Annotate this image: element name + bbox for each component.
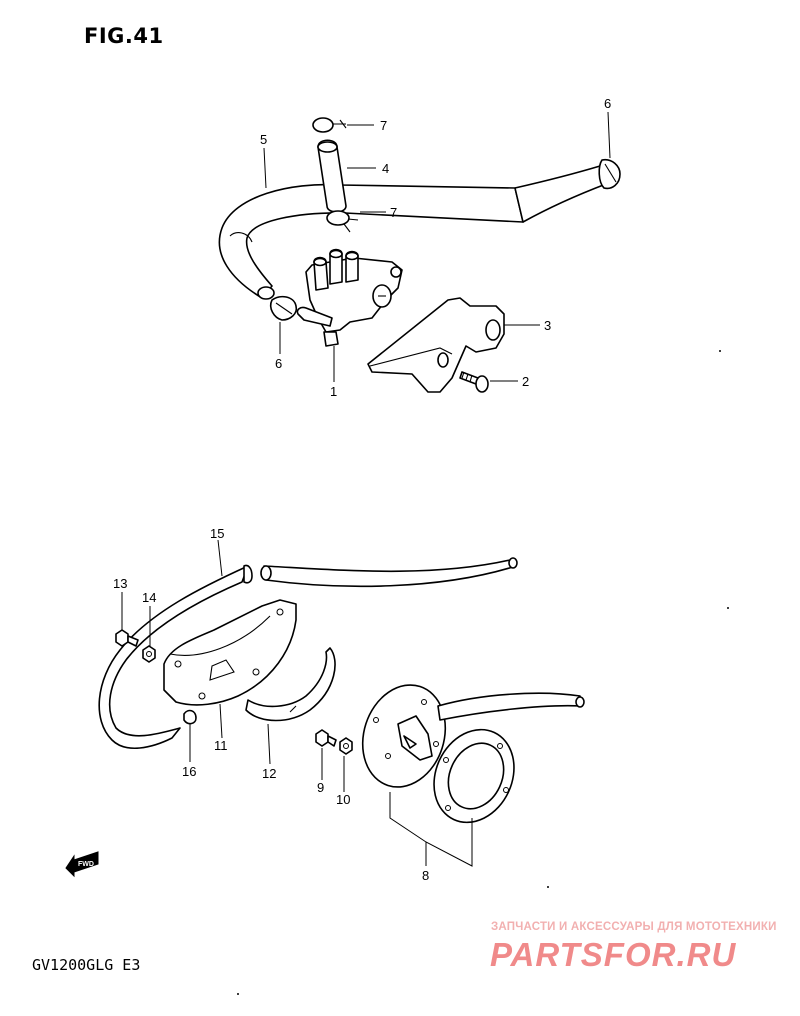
clamp-part-6-left bbox=[269, 295, 298, 321]
nut-part-10 bbox=[339, 737, 353, 755]
sender-plate-part-8 bbox=[361, 684, 585, 788]
watermark-tagline: ЗАПЧАСТИ И АКСЕССУАРЫ ДЛЯ МОТОТЕХНИКИ bbox=[491, 921, 777, 933]
callout-8: 8 bbox=[422, 868, 429, 883]
upper-leader-lines bbox=[263, 111, 611, 382]
callout-1: 1 bbox=[330, 384, 337, 399]
callout-15: 15 bbox=[210, 526, 224, 541]
callout-9: 9 bbox=[317, 780, 324, 795]
fwd-label: FWD bbox=[78, 861, 94, 868]
fuel-tap-part-1 bbox=[296, 248, 403, 347]
callout-labels: 7 4 7 5 6 6 1 3 2 15 13 14 11 16 12 9 10… bbox=[113, 96, 611, 883]
callout-16: 16 bbox=[182, 764, 196, 779]
watermark-logo: PARTSFOR.RU bbox=[490, 936, 737, 973]
tray-part-11 bbox=[163, 599, 297, 706]
callout-13: 13 bbox=[113, 576, 127, 591]
bracket-part-3 bbox=[367, 297, 505, 393]
clip-part-7-bottom bbox=[326, 210, 359, 233]
pipe-part-4 bbox=[317, 139, 347, 213]
scan-dots bbox=[237, 350, 729, 995]
callout-6a: 6 bbox=[604, 96, 611, 111]
fwd-arrow-icon: FWD bbox=[65, 851, 99, 878]
hose-end-right bbox=[514, 165, 607, 223]
screw-part-2 bbox=[459, 371, 489, 393]
lower-leader-lines bbox=[121, 539, 473, 867]
model-code: GV1200GLG E3 bbox=[32, 956, 141, 974]
callout-11: 11 bbox=[214, 738, 228, 753]
callout-7a: 7 bbox=[380, 118, 387, 133]
gasket-part-8 bbox=[433, 728, 515, 824]
callout-10: 10 bbox=[336, 792, 350, 807]
callout-6b: 6 bbox=[275, 356, 282, 371]
clip-part-16 bbox=[183, 709, 197, 725]
callout-7b: 7 bbox=[390, 205, 397, 220]
callout-14: 14 bbox=[142, 590, 156, 605]
callout-4: 4 bbox=[382, 161, 389, 176]
callout-12: 12 bbox=[262, 766, 276, 781]
band-part-12 bbox=[245, 647, 336, 722]
nut-part-14 bbox=[142, 645, 156, 663]
callout-2: 2 bbox=[522, 374, 529, 389]
hose-end-ring bbox=[257, 286, 275, 300]
clamp-part-6-right bbox=[598, 158, 621, 190]
callout-3: 3 bbox=[544, 318, 551, 333]
figure-title: FIG.41 bbox=[84, 24, 164, 48]
hose-part-15 bbox=[98, 557, 518, 750]
clip-part-7-top bbox=[312, 117, 347, 133]
callout-5: 5 bbox=[260, 132, 267, 147]
bolt-part-9 bbox=[315, 729, 337, 747]
bolt-part-13 bbox=[115, 629, 139, 647]
